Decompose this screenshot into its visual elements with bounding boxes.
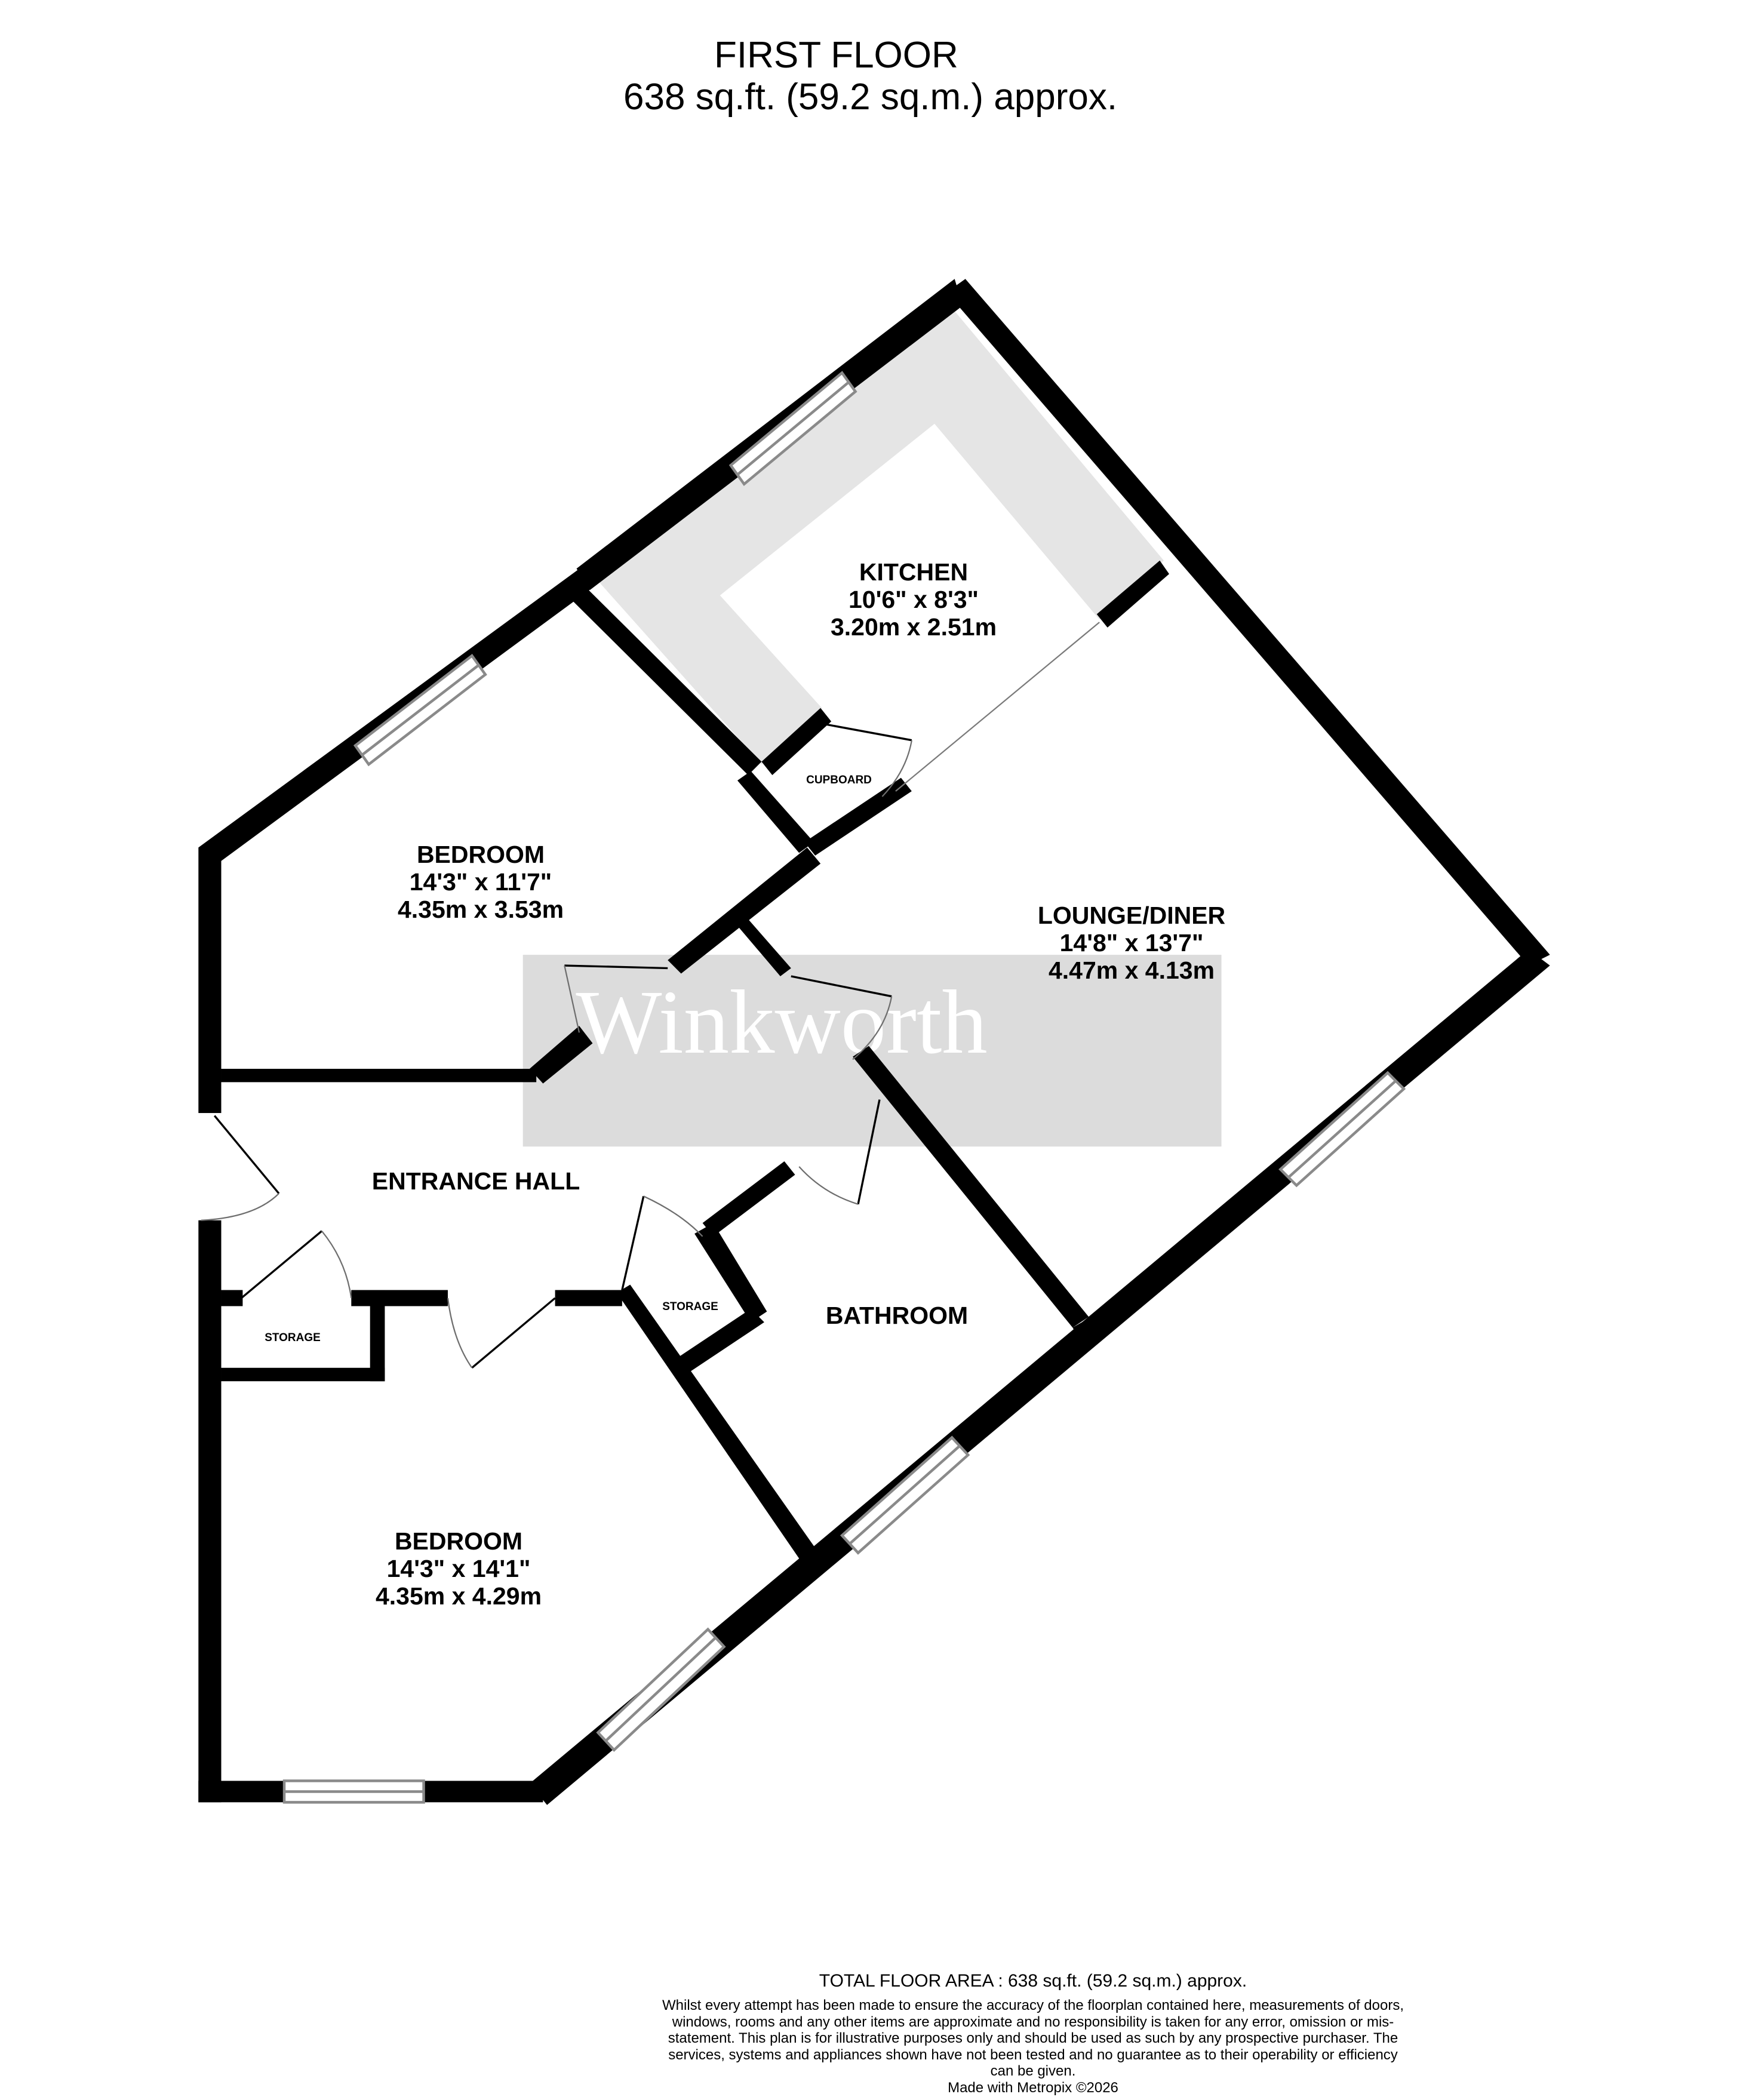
total-floor-area: TOTAL FLOOR AREA : 638 sq.ft. (59.2 sq.m…	[819, 1971, 1247, 1991]
room-dimensions-metric: 4.35m x 4.29m	[375, 1582, 542, 1610]
room-dimensions-metric: 4.47m x 4.13m	[1048, 957, 1215, 984]
room-name: BEDROOM	[416, 841, 545, 868]
room-label-lounge-diner: LOUNGE/DINER 14'8" x 13'7" 4.47m x 4.13m	[1038, 902, 1225, 984]
room-dimensions-imperial: 14'3" x 11'7"	[409, 868, 552, 896]
room-label-bedroom-1: BEDROOM 14'3" x 11'7" 4.35m x 3.53m	[398, 841, 564, 923]
interior-walls	[221, 560, 1169, 1567]
room-label-bedroom-2: BEDROOM 14'3" x 14'1" 4.35m x 4.29m	[376, 1527, 542, 1610]
room-label-entrance-hall: ENTRANCE HALL	[371, 1167, 580, 1195]
windows	[282, 371, 1406, 1804]
room-label-storage-left: STORAGE	[265, 1332, 321, 1344]
floor-area: 638 sq.ft. (59.2 sq.m.) approx.	[623, 76, 1118, 118]
room-label-storage-right: STORAGE	[662, 1300, 718, 1313]
room-name: KITCHEN	[859, 558, 969, 586]
room-name: BEDROOM	[394, 1527, 523, 1555]
floor-title: FIRST FLOOR	[714, 35, 958, 76]
room-dimensions-metric: 3.20m x 2.51m	[830, 613, 997, 641]
made-with-credit: Made with Metropix ©2026	[948, 2080, 1118, 2096]
room-name: LOUNGE/DINER	[1037, 902, 1226, 929]
room-dimensions-metric: 4.35m x 3.53m	[397, 896, 564, 923]
watermark: Winkworth	[522, 955, 1222, 1147]
room-label-cupboard: CUPBOARD	[806, 774, 872, 786]
watermark-text: Winkworth	[576, 972, 987, 1073]
room-dimensions-imperial: 14'8" x 13'7"	[1059, 929, 1204, 957]
room-label-bathroom: BATHROOM	[825, 1302, 969, 1329]
room-dimensions-imperial: 10'6" x 8'3"	[849, 586, 979, 613]
room-dimensions-imperial: 14'3" x 14'1"	[386, 1555, 531, 1582]
room-label-kitchen: KITCHEN 10'6" x 8'3" 3.20m x 2.51m	[831, 558, 997, 641]
disclaimer-text: Whilst every attempt has been made to en…	[662, 1997, 1404, 2079]
kitchen-worktop	[597, 311, 1164, 765]
doors	[201, 622, 1100, 1369]
